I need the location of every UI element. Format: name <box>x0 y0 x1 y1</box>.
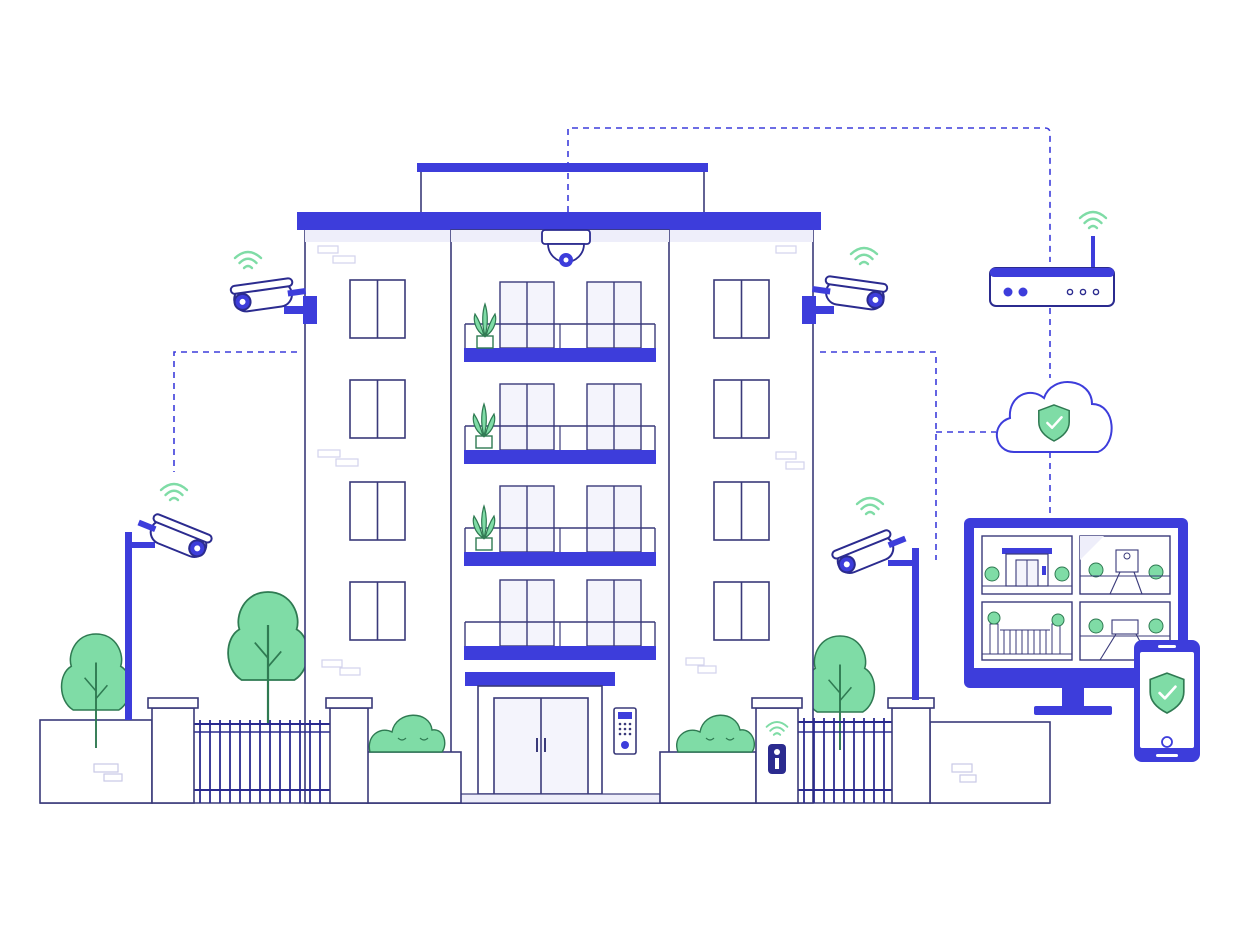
roof-slab <box>297 212 821 230</box>
left-wall-wifi-icon <box>233 250 263 270</box>
left-pole-wifi-icon <box>159 482 189 502</box>
monitor-icon <box>964 518 1188 715</box>
left-wall-camera <box>229 275 317 324</box>
camera-feed-4 <box>1079 601 1171 661</box>
camera-feed-2 <box>1079 535 1171 595</box>
intercom-icon <box>613 707 637 755</box>
roof-top-slab <box>417 163 708 172</box>
right-pole-camera <box>830 523 919 700</box>
camera-feed-3 <box>981 601 1073 661</box>
router-wifi-icon <box>1078 210 1108 230</box>
right-wall-wifi-icon <box>849 246 879 266</box>
network-links <box>173 127 1051 560</box>
right-gate <box>751 697 935 804</box>
right-pole-wifi-icon <box>855 496 885 516</box>
entrance <box>459 672 661 804</box>
dome-camera-icon <box>541 229 591 267</box>
right-wall <box>929 721 1051 804</box>
video-doorbell-icon <box>768 744 786 774</box>
router-icon <box>989 236 1115 307</box>
bush-right <box>659 714 757 804</box>
bush-left <box>366 714 462 804</box>
apartment-building <box>297 163 821 804</box>
smartphone-icon <box>1134 640 1200 762</box>
left-pole-camera <box>125 507 214 720</box>
camera-feed-1 <box>981 535 1073 595</box>
cloud-shield-icon <box>995 381 1113 453</box>
tree-left-2 <box>227 590 309 726</box>
left-gate <box>147 697 373 804</box>
right-wall-camera <box>802 273 889 324</box>
